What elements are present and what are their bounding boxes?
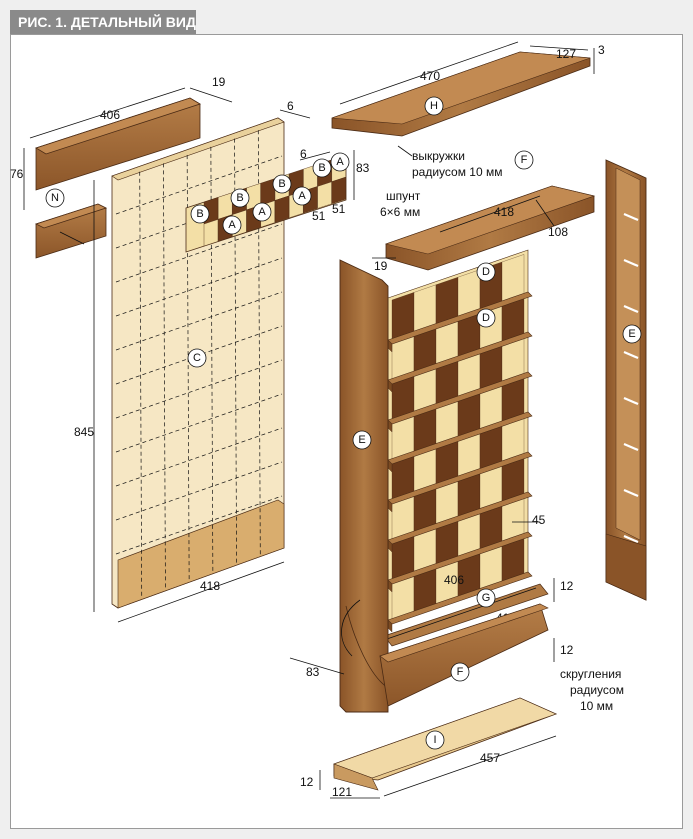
dim-418-top: 418 <box>494 205 514 219</box>
dim-845: 845 <box>74 425 94 439</box>
dim-19-rail: 19 <box>212 75 226 89</box>
callout-label-g: G <box>482 592 491 604</box>
dim-6-peg: 6 <box>300 147 307 161</box>
note-cove-1: выкружки <box>412 149 465 163</box>
dim-12-b: 12 <box>560 643 574 657</box>
callout-e: E <box>622 324 642 344</box>
callout-label-e: E <box>358 434 365 446</box>
side-e-right <box>605 159 647 601</box>
bottom-f <box>379 603 549 707</box>
dim-3: 3 <box>598 43 605 57</box>
dim-12-a: 12 <box>560 579 574 593</box>
note-rabbet-1: шпунт <box>386 189 421 203</box>
callout-label-h: H <box>430 100 438 112</box>
callout-b: B <box>230 188 250 208</box>
note-round-3: 10 мм <box>580 699 613 713</box>
callout-label-d: D <box>482 266 490 278</box>
callout-label-a: A <box>258 206 266 218</box>
callout-label-f: F <box>457 666 464 678</box>
callout-h: H <box>424 96 444 116</box>
callout-b: B <box>190 204 210 224</box>
dim-406-rail: 406 <box>100 108 120 122</box>
callout-label-f: F <box>521 154 528 166</box>
dim-457: 457 <box>480 751 500 765</box>
figure-title: РИС. 1. ДЕТАЛЬНЫЙ ВИД <box>10 10 196 34</box>
top-h <box>331 51 591 137</box>
callout-i: I <box>425 730 445 750</box>
callout-d: D <box>476 262 496 282</box>
callout-g: G <box>476 588 496 608</box>
dim-51-a: 51 <box>312 209 326 223</box>
callout-label-b: B <box>318 162 325 174</box>
dim-45: 45 <box>532 513 546 527</box>
callout-f: F <box>450 662 470 682</box>
callout-label-n: N <box>51 192 59 204</box>
rail-top <box>35 97 201 191</box>
base-i <box>333 697 558 791</box>
dim-418-back: 418 <box>200 579 220 593</box>
note-round-1: скругления <box>560 667 621 681</box>
callout-label-a: A <box>228 219 236 231</box>
side-e-front <box>339 259 389 713</box>
callout-label-b: B <box>236 192 243 204</box>
dim-108: 108 <box>548 225 568 239</box>
dim-6-top: 6 <box>287 99 294 113</box>
callout-label-b: B <box>278 178 285 190</box>
callout-label-e: E <box>628 328 635 340</box>
dim-76: 76 <box>10 167 24 181</box>
note-rabbet-2: 6×6 мм <box>380 205 420 219</box>
dim-121: 121 <box>332 785 352 799</box>
callout-d: D <box>476 308 496 328</box>
callout-a: A <box>292 186 312 206</box>
callout-label-b: B <box>196 208 203 220</box>
dim-51-b: 51 <box>332 202 346 216</box>
callout-c: C <box>187 348 207 368</box>
callout-n: N <box>45 188 65 208</box>
callout-label-a: A <box>336 156 344 168</box>
callout-b: B <box>312 158 332 178</box>
dim-12-base: 12 <box>300 775 314 789</box>
dim-19-top: 19 <box>374 259 388 273</box>
callout-label-i: I <box>433 734 436 746</box>
callout-a: A <box>252 202 272 222</box>
callout-a: A <box>222 215 242 235</box>
dim-406-rail-line <box>29 87 186 139</box>
callout-e: E <box>352 430 372 450</box>
dim-83-peg: 83 <box>356 161 370 175</box>
dim-127: 127 <box>556 47 576 61</box>
shelf-grid-back <box>383 249 549 647</box>
callout-label-d: D <box>482 312 490 324</box>
callout-b: B <box>272 174 292 194</box>
callout-label-c: C <box>193 352 201 364</box>
callout-label-a: A <box>298 190 306 202</box>
rail-lower-n <box>34 203 108 259</box>
callout-f: F <box>514 150 534 170</box>
dim-406-shelf: 406 <box>444 573 464 587</box>
note-cove-2: радиусом 10 мм <box>412 165 503 179</box>
dim-83-side: 83 <box>306 665 320 679</box>
note-round-2: радиусом <box>570 683 624 697</box>
dim-470: 470 <box>420 69 440 83</box>
callout-a: A <box>330 152 350 172</box>
